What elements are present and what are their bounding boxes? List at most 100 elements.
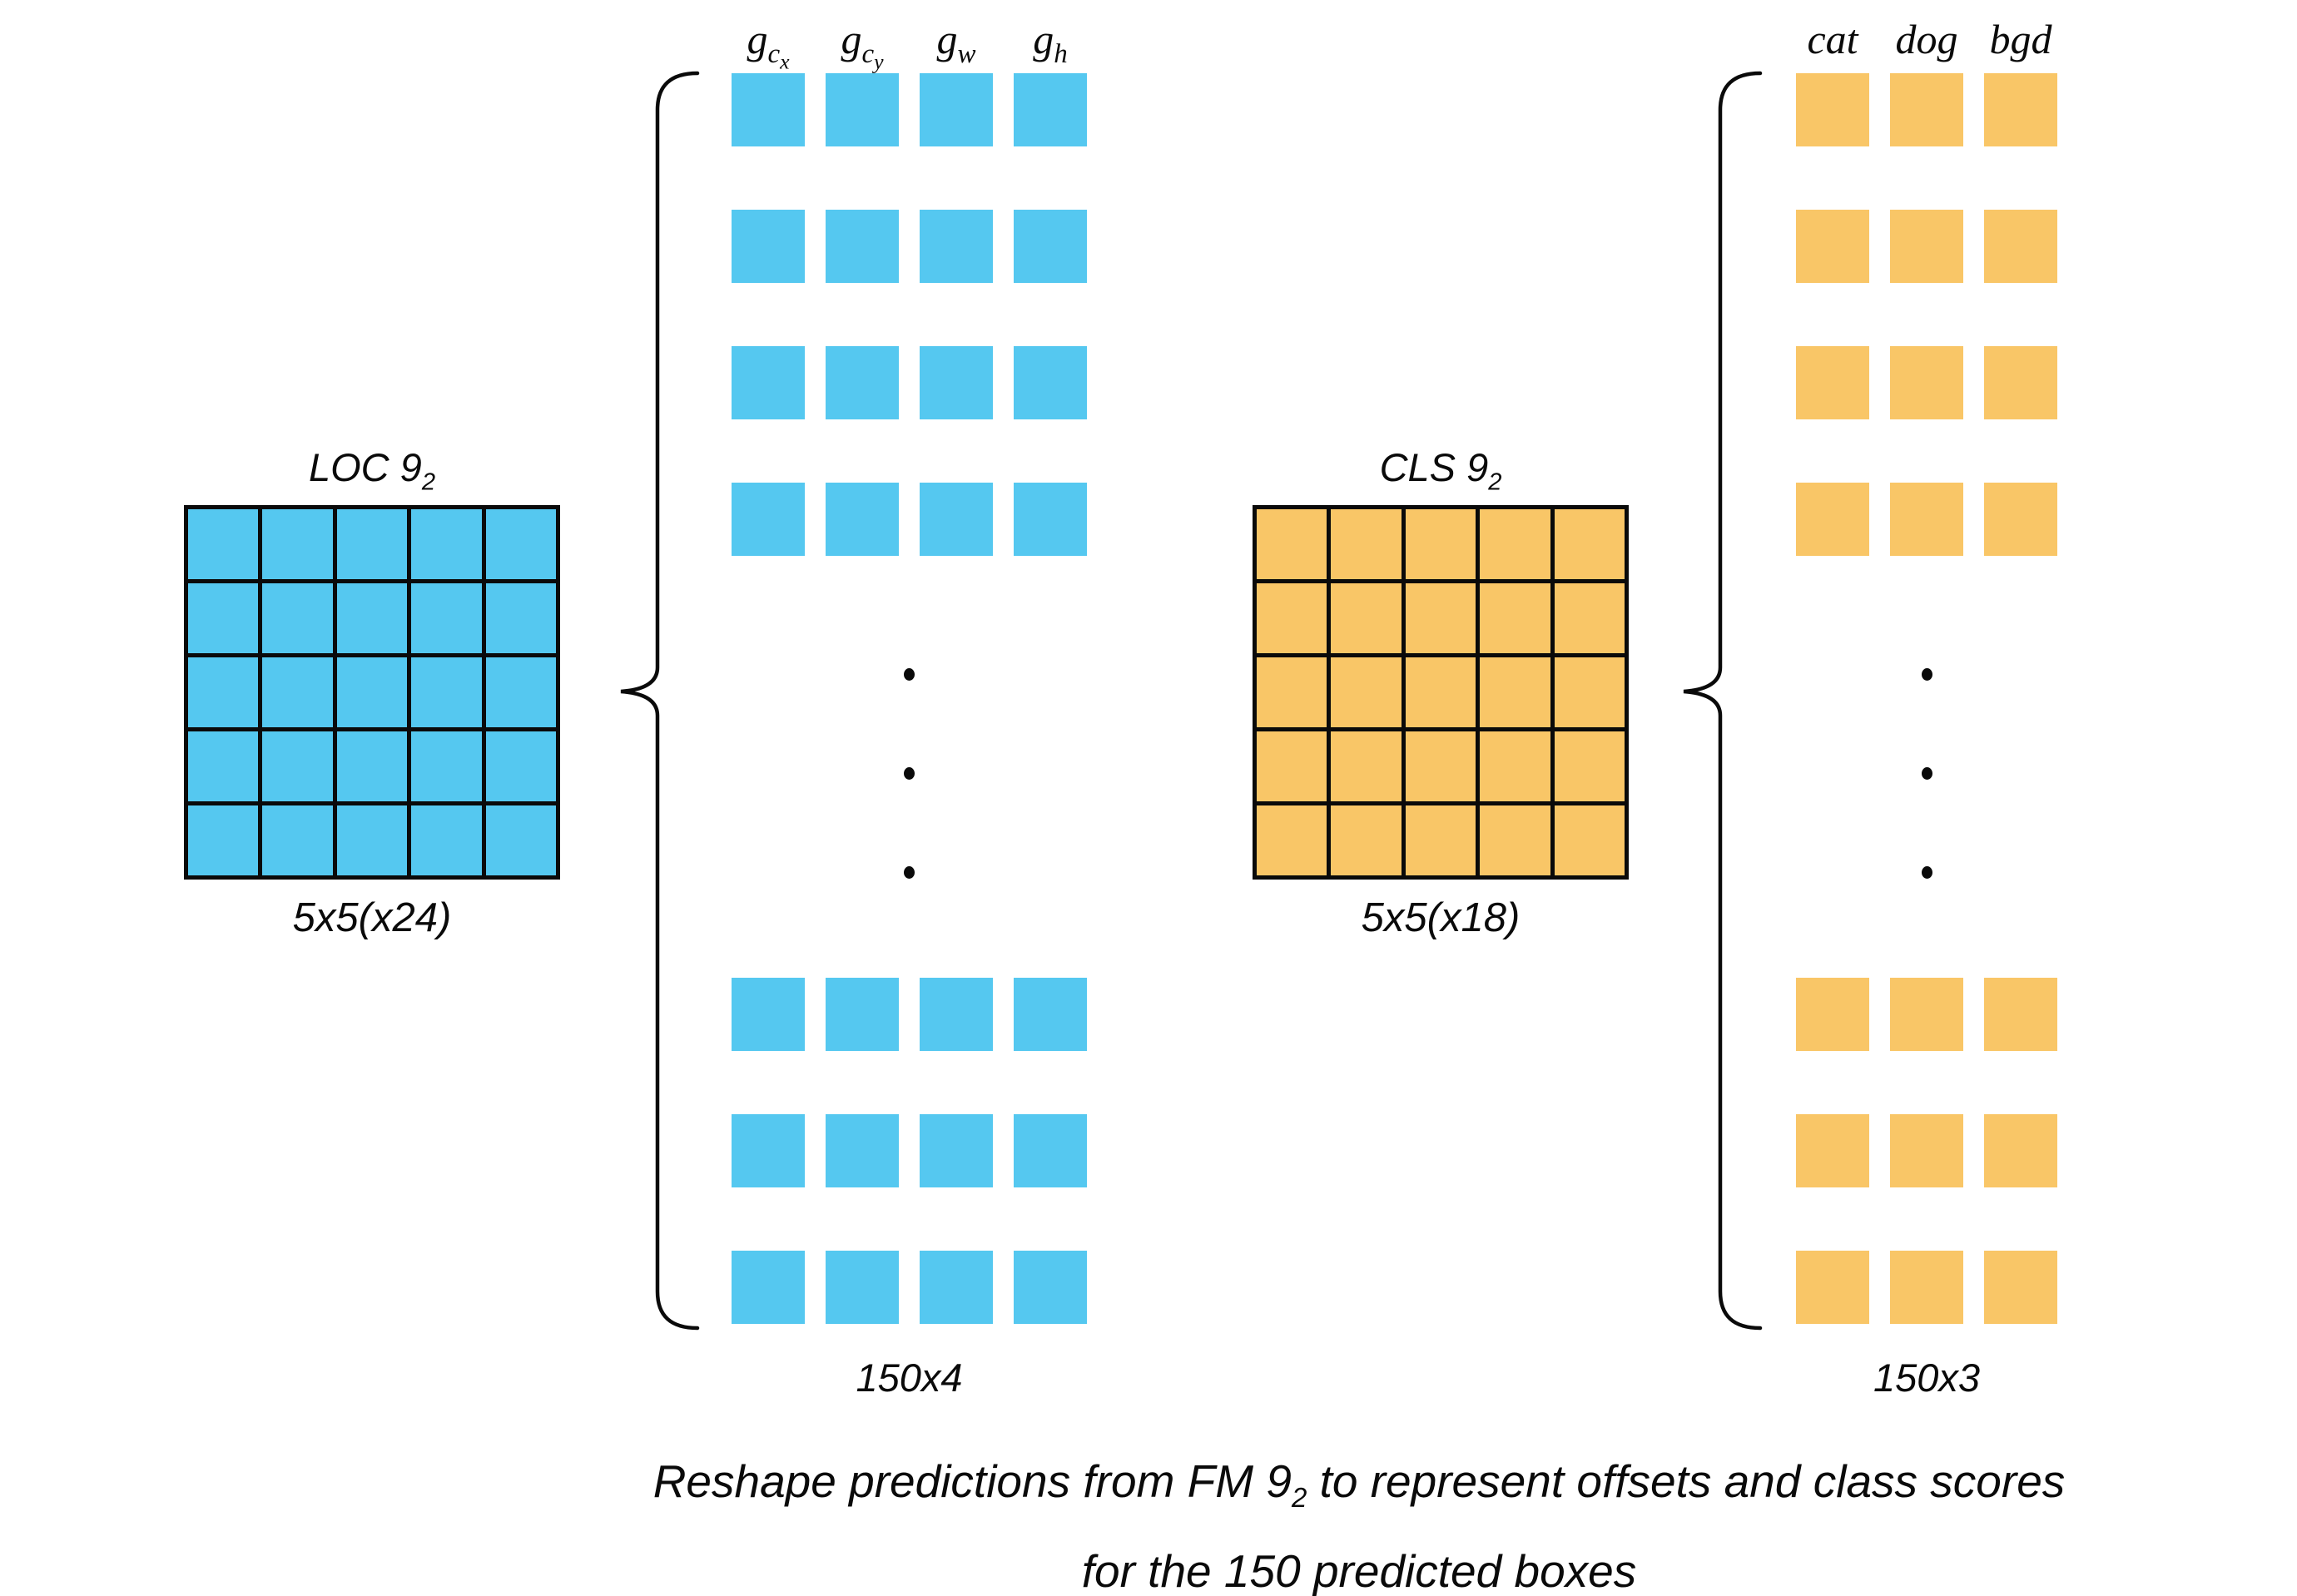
matrix-row [1796, 73, 2057, 146]
offset-cell [826, 346, 899, 419]
offset-cell [826, 210, 899, 283]
class-score-cell [1796, 978, 1869, 1051]
loc-feature-map-cell [485, 731, 556, 801]
cls-feature-map-cell [1331, 657, 1402, 727]
cls-feature-map-cell [1405, 583, 1476, 653]
cls-feature-map-cell [1331, 583, 1402, 653]
matrix-row [1796, 978, 2057, 1051]
offset-cell [826, 483, 899, 556]
class-score-cell [1796, 73, 1869, 146]
offset-cell [732, 1251, 805, 1324]
offset-cell [920, 483, 993, 556]
matrix-row [732, 1251, 1087, 1324]
cls-feature-map-cell [1554, 805, 1625, 875]
ellipsis-dot [904, 668, 915, 681]
class-score-cell [1796, 210, 1869, 283]
cls-feature-map-cell [1331, 805, 1402, 875]
offset-cell [1014, 346, 1087, 419]
offset-cell [732, 346, 805, 419]
class-score-cell [1890, 483, 1963, 556]
ellipsis-dot [1921, 767, 1932, 780]
class-score-cell [1984, 1251, 2057, 1324]
cls-feature-map-cell [1554, 509, 1625, 579]
matrix-row [732, 978, 1087, 1051]
ellipsis-dot [904, 866, 915, 879]
cls-feature-map-cell [1554, 731, 1625, 801]
class-score-cell [1984, 210, 2057, 283]
loc-feature-map-cell [485, 805, 556, 875]
loc-offsets-top-rows [732, 73, 1087, 556]
matrix-row [1796, 1251, 2057, 1324]
cls-feature-map-cell [1480, 509, 1550, 579]
loc-feature-map-cell [262, 583, 333, 653]
loc-grid-title: LOC 92 [184, 444, 560, 505]
cls-ellipsis-dots [1796, 668, 2057, 879]
loc-feature-map-cell [262, 731, 333, 801]
ellipsis-dot [1921, 866, 1932, 879]
class-score-cell [1984, 483, 2057, 556]
offset-cell [826, 978, 899, 1051]
loc-feature-map-cell [262, 805, 333, 875]
offset-cell [826, 73, 899, 146]
cls-feature-map-cell [1257, 583, 1327, 653]
column-header-label: dog [1895, 16, 1958, 62]
loc-feature-map-grid [184, 505, 560, 880]
cls-feature-map-cell [1554, 657, 1625, 727]
loc-title-subscript: 2 [421, 468, 436, 496]
class-score-cell [1984, 73, 2057, 146]
cls-feature-map-cell [1257, 657, 1327, 727]
offset-cell [826, 1251, 899, 1324]
class-score-cell [1984, 346, 2057, 419]
offset-cell [920, 346, 993, 419]
cls-feature-map-cell [1257, 509, 1327, 579]
loc-feature-map-cell [188, 509, 259, 579]
loc-feature-map-cell [188, 657, 259, 727]
column-header-label: bgd [1989, 16, 2052, 62]
matrix-row [732, 483, 1087, 556]
column-header-label: gcy [841, 16, 884, 74]
matrix-row [1796, 210, 2057, 283]
matrix-row [732, 1114, 1087, 1187]
loc-feature-map-cell [336, 805, 408, 875]
offset-cell [732, 210, 805, 283]
matrix-row [1796, 1114, 2057, 1187]
loc-feature-map-cell [485, 583, 556, 653]
loc-curly-brace-icon [620, 71, 700, 1331]
offset-cell [1014, 210, 1087, 283]
cls-feature-map-cell [1257, 805, 1327, 875]
class-score-cell [1796, 1114, 1869, 1187]
class-score-cell [1890, 1114, 1963, 1187]
cls-scores-top-rows [1796, 73, 2057, 556]
offset-cell [1014, 483, 1087, 556]
cls-feature-map-cell [1405, 509, 1476, 579]
cls-feature-map-grid [1253, 505, 1629, 880]
cls-title-text: CLS 9 [1379, 445, 1489, 489]
class-score-cell [1796, 1251, 1869, 1324]
matrix-row [732, 73, 1087, 146]
loc-feature-map-cell [485, 657, 556, 727]
cls-grid-title: CLS 92 [1253, 444, 1629, 505]
column-header-label: gw [936, 16, 976, 69]
cls-feature-map-cell [1257, 731, 1327, 801]
cls-shape-label: 150x3 [1873, 1356, 1981, 1400]
cls-feature-map-cell [1480, 657, 1550, 727]
cls-feature-map-cell [1331, 731, 1402, 801]
loc-title-text: LOC 9 [308, 445, 422, 489]
offset-cell [920, 73, 993, 146]
loc-feature-map-cell [188, 805, 259, 875]
offset-cell [1014, 1251, 1087, 1324]
class-score-cell [1890, 210, 1963, 283]
cls-feature-map-cell [1554, 583, 1625, 653]
loc-feature-map-cell [336, 657, 408, 727]
offset-cell [920, 210, 993, 283]
class-score-cell [1984, 978, 2057, 1051]
loc-feature-map-cell [411, 583, 482, 653]
caption-line-1-post: to represent offsets and class scores [1307, 1455, 2066, 1507]
column-header-label: cat [1807, 16, 1858, 62]
cls-feature-map-cell [1480, 805, 1550, 875]
loc-feature-map-cell [262, 657, 333, 727]
class-score-cell [1890, 1251, 1963, 1324]
